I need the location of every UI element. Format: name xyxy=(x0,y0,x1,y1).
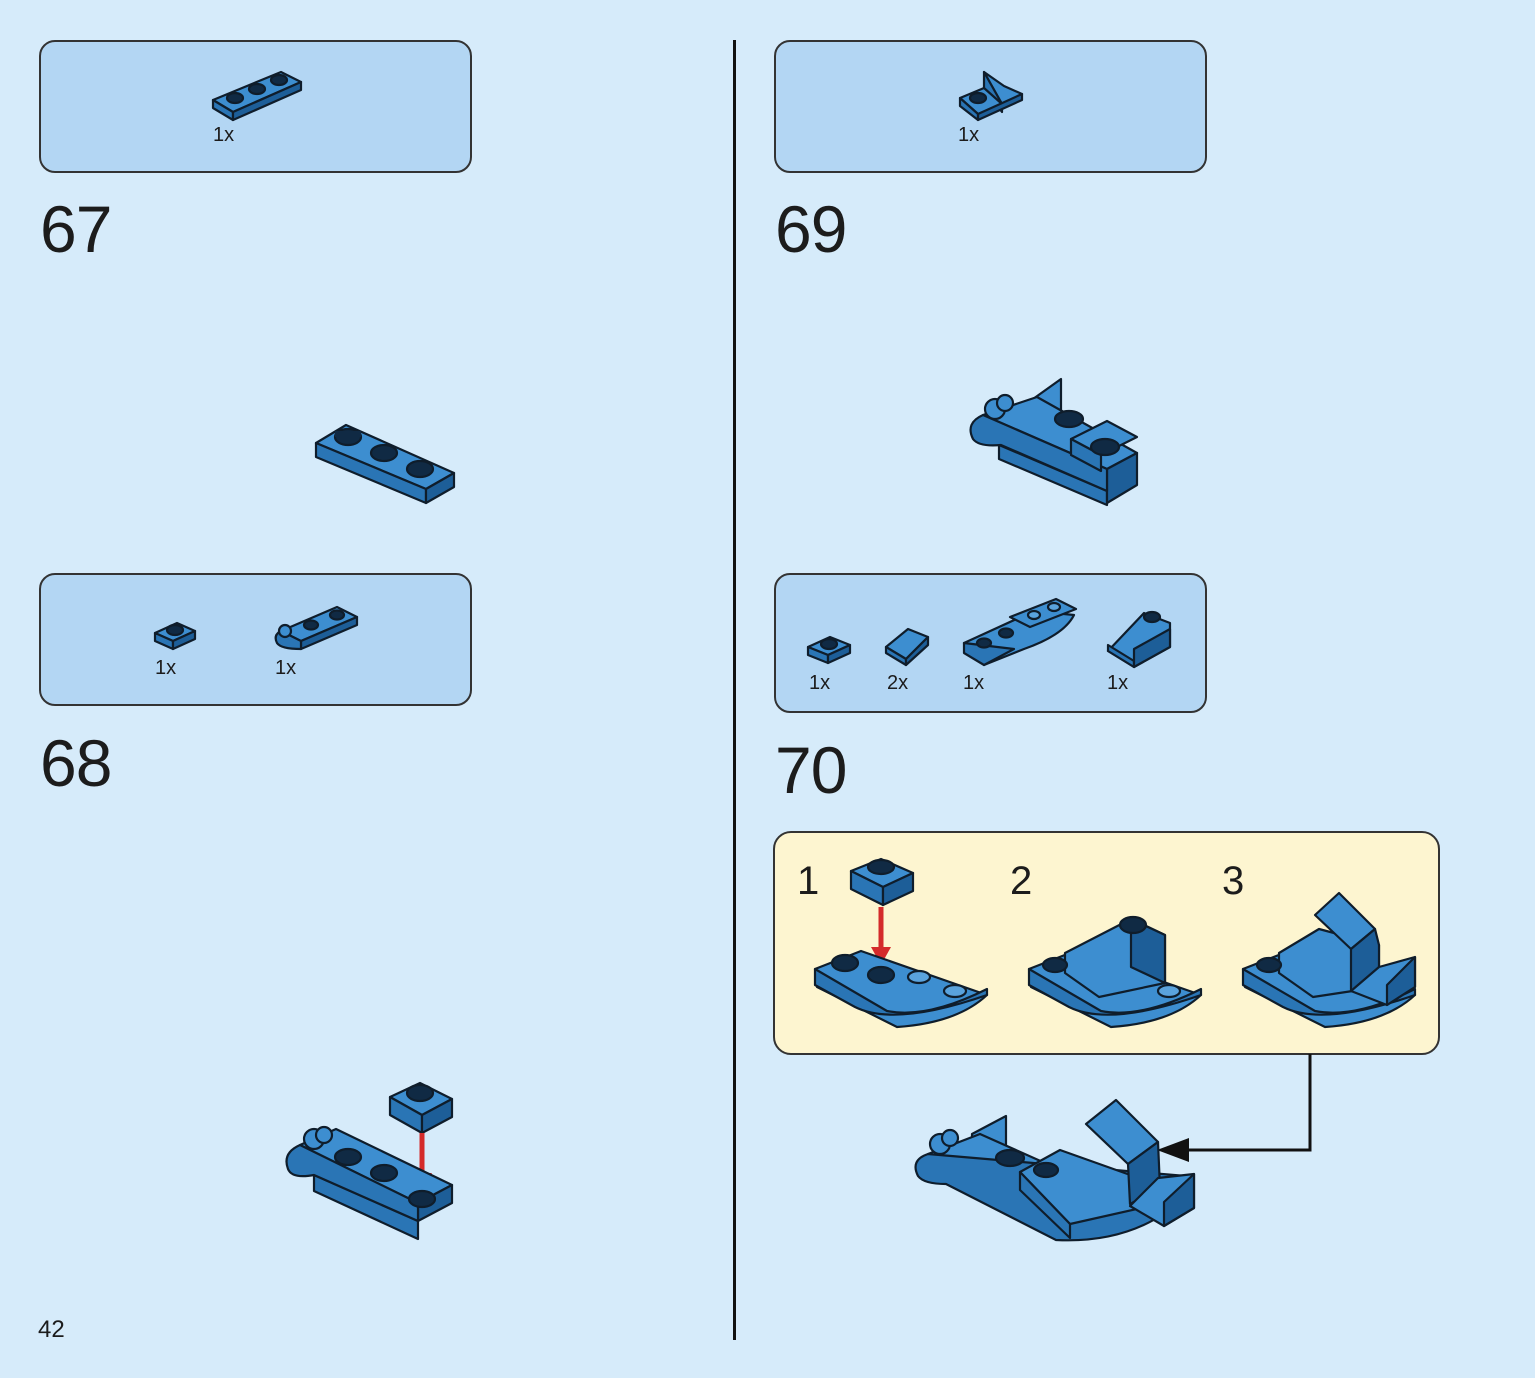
parts-box-step-68: 1x 1x xyxy=(39,573,472,706)
substeps-box-step-70: 1 2 3 xyxy=(773,831,1440,1055)
build-model-step-70 xyxy=(914,1098,1196,1242)
plate-1x1-icon xyxy=(153,621,197,651)
part-qty: 1x xyxy=(1107,672,1129,694)
substep-number: 1 xyxy=(797,859,820,903)
part-qty: 1x xyxy=(155,657,177,679)
build-model-step-69 xyxy=(969,377,1139,507)
part-qty: 1x xyxy=(275,657,297,679)
plate-1x1-icon xyxy=(806,635,852,665)
curved-plate-icon xyxy=(962,597,1078,667)
page-divider xyxy=(733,40,736,1340)
part-qty: 2x xyxy=(887,672,909,694)
plate-1x3-clip-icon xyxy=(274,605,359,651)
step-number-67: 67 xyxy=(40,192,112,266)
step-number-68: 68 xyxy=(40,726,112,800)
step-number-70: 70 xyxy=(775,733,847,807)
substep-number: 3 xyxy=(1222,859,1245,903)
substep-2-model xyxy=(1027,915,1203,1029)
parts-box-step-69: 1x xyxy=(774,40,1207,173)
parts-box-step-70: 1x 2x 1x 1x xyxy=(774,573,1207,713)
build-model-step-67 xyxy=(314,423,456,505)
connector-arrow xyxy=(1157,1054,1312,1162)
plate-1x3-icon xyxy=(211,70,303,122)
build-model-step-68 xyxy=(285,1081,454,1241)
slope-tile-icon xyxy=(884,627,930,667)
part-qty: 1x xyxy=(213,124,235,146)
part-qty: 1x xyxy=(963,672,985,694)
substep-3-model xyxy=(1241,891,1417,1029)
substep-1-model xyxy=(813,857,989,1029)
step-number-69: 69 xyxy=(775,192,847,266)
part-qty: 1x xyxy=(958,124,980,146)
slope-brick-icon xyxy=(1106,610,1172,669)
page-number: 42 xyxy=(38,1316,65,1343)
bracket-plate-icon xyxy=(958,70,1024,122)
part-qty: 1x xyxy=(809,672,831,694)
substep-number: 2 xyxy=(1010,859,1033,903)
parts-box-step-67: 1x xyxy=(39,40,472,173)
